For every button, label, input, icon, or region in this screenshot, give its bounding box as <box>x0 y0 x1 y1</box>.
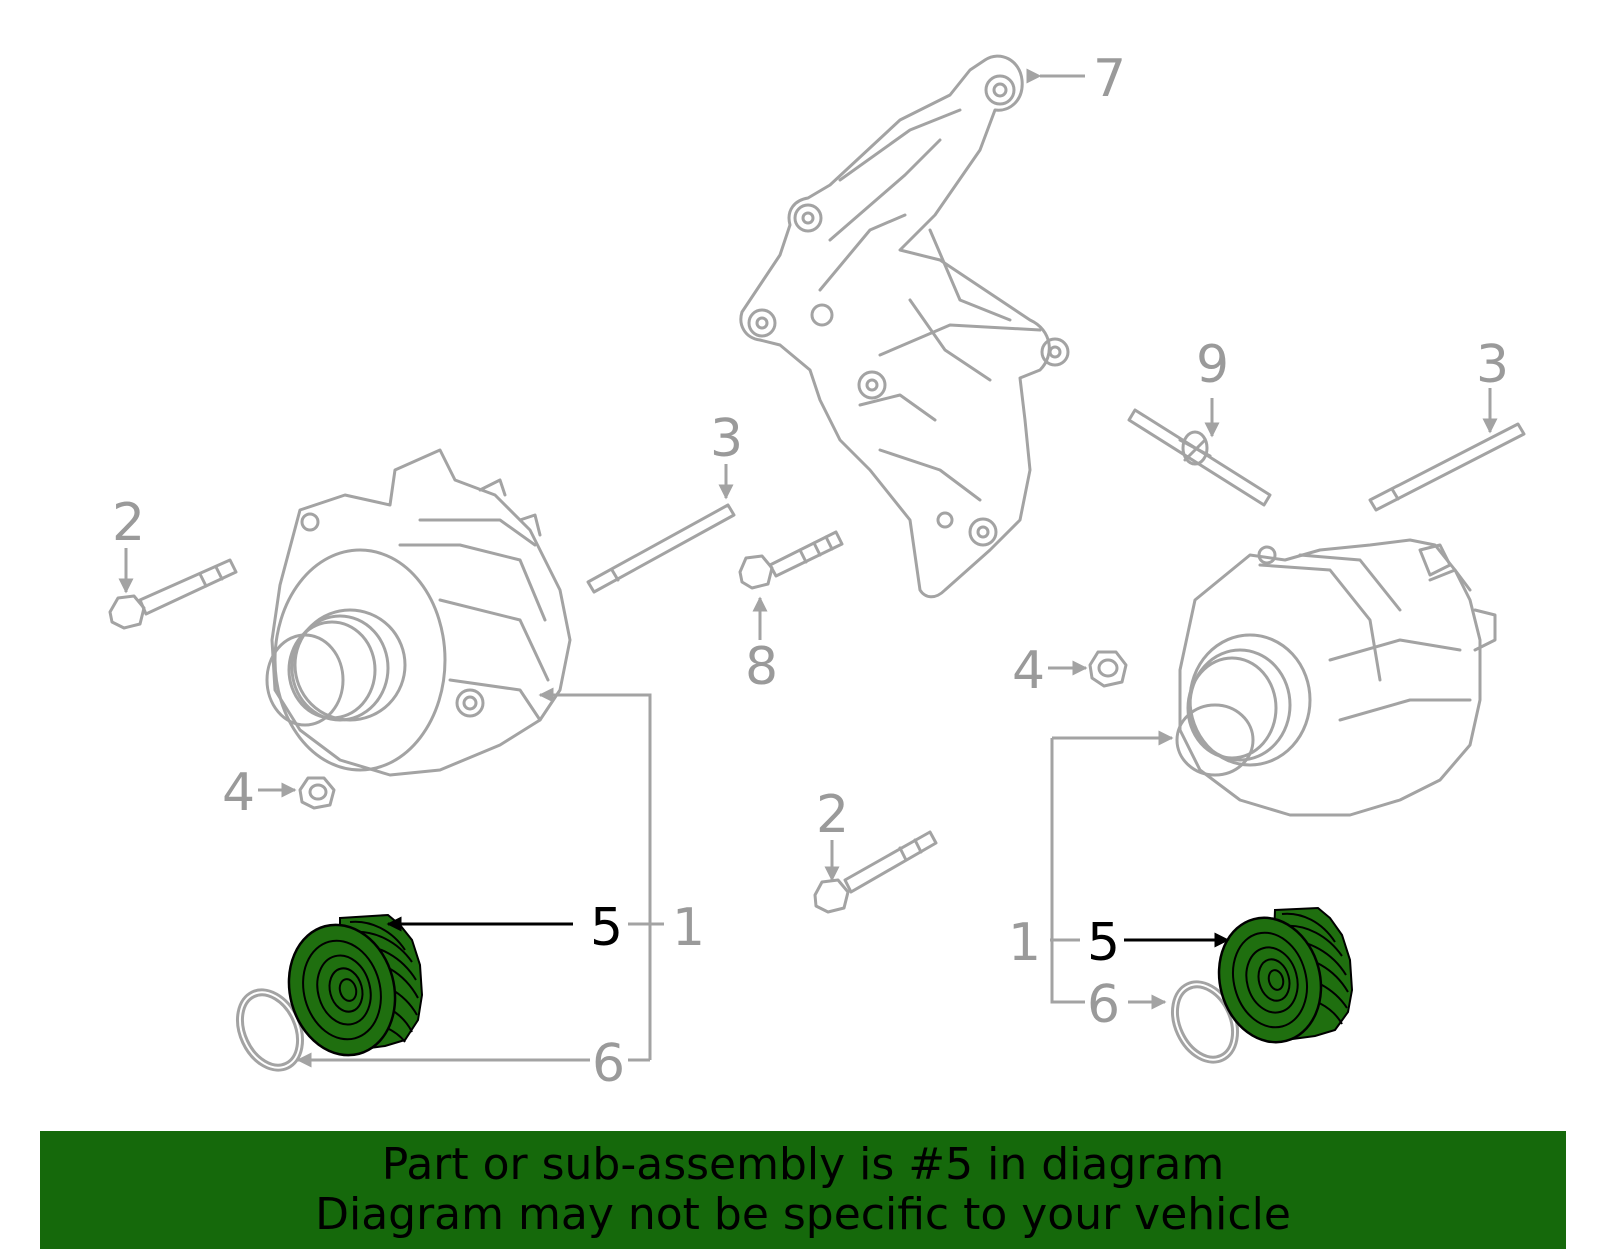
stud-9 <box>1127 408 1272 507</box>
alternator-left <box>265 448 572 777</box>
stud-right <box>1368 422 1526 512</box>
callout-9: 9 <box>1196 335 1229 395</box>
callout-6-left: 6 <box>592 1034 625 1094</box>
callout-2-left: 2 <box>112 493 145 553</box>
banner-line-1: Part or sub-assembly is #5 in diagram <box>381 1139 1225 1190</box>
alternator-right <box>1175 538 1497 817</box>
bolt-left <box>108 558 238 630</box>
callout-1-right: 1 <box>1008 913 1041 973</box>
callout-4-left: 4 <box>222 763 255 823</box>
stud-left <box>586 503 736 594</box>
banner-line-2: Diagram may not be specific to your vehi… <box>315 1189 1291 1240</box>
callout-5-right: 5 <box>1087 913 1120 973</box>
callout-3-right: 3 <box>1476 335 1509 395</box>
callout-4-right: 4 <box>1012 641 1045 701</box>
bolt-center <box>813 830 938 914</box>
pulley-right-highlighted <box>1217 906 1354 1044</box>
nut-left <box>298 776 336 810</box>
mounting-bracket <box>739 54 1070 599</box>
nut-right <box>1088 650 1128 688</box>
callout-1-left: 1 <box>672 898 705 958</box>
callout-7: 7 <box>1093 49 1126 109</box>
bolt-8 <box>738 530 844 590</box>
notice-banner: Part or sub-assembly is #5 in diagram Di… <box>40 1131 1566 1249</box>
callout-5-left: 5 <box>590 898 623 958</box>
callout-8: 8 <box>745 637 778 697</box>
pulley-left-highlighted <box>287 913 424 1057</box>
callout-3-left: 3 <box>710 409 743 469</box>
callout-2-center: 2 <box>816 785 849 845</box>
callout-6-right: 6 <box>1087 975 1120 1035</box>
